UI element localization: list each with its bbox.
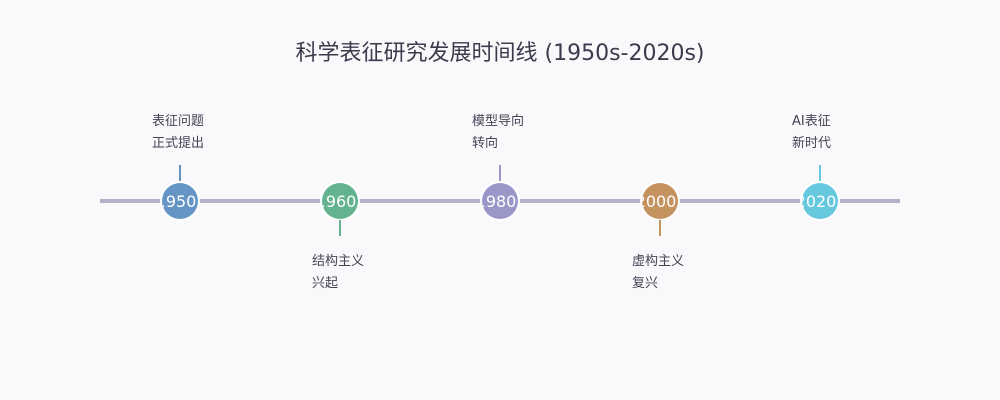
event-year: 1960 xyxy=(316,192,357,211)
chart-title: 科学表征研究发展时间线 (1950s-2020s) xyxy=(296,41,705,66)
event-marker xyxy=(642,183,678,219)
event-marker xyxy=(802,183,838,219)
event-label: 复兴 xyxy=(632,276,658,291)
event-label: 模型导向 xyxy=(472,113,524,129)
event-label: AI表征 xyxy=(792,114,831,129)
event-year: 1980 xyxy=(476,192,517,211)
event-label: 结构主义 xyxy=(312,254,364,269)
event-label: 正式提出 xyxy=(152,135,204,151)
event-marker xyxy=(162,183,198,219)
event-year: 2000 xyxy=(636,192,677,211)
event-label: 转向 xyxy=(472,135,498,151)
event-label: 新时代 xyxy=(792,135,831,151)
event-label: 虚构主义 xyxy=(632,254,684,269)
event-marker xyxy=(322,183,358,219)
event-marker xyxy=(482,183,518,219)
event-year: 1950 xyxy=(156,192,197,211)
event-year: 2020 xyxy=(796,192,837,211)
event-label: 兴起 xyxy=(312,276,338,291)
event-label: 表征问题 xyxy=(152,114,204,129)
